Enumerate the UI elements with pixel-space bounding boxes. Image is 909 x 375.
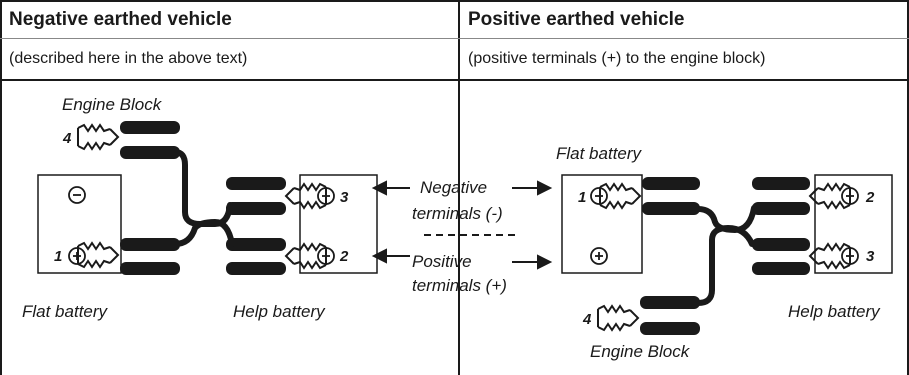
right-cables xyxy=(695,205,757,306)
frame-left xyxy=(0,0,2,375)
right-clamp-number-2: 2 xyxy=(866,189,875,206)
left-clamp-number-2: 2 xyxy=(340,248,349,265)
right-panel-title: Positive earthed vehicle xyxy=(468,9,685,30)
left-panel-subtitle: (described here in the above text) xyxy=(9,50,248,67)
frame-top xyxy=(0,0,909,2)
left-help-battery-box xyxy=(299,174,378,274)
left-engine-clamp xyxy=(77,124,119,150)
right-engine-block-label: Engine Block xyxy=(590,342,690,361)
left-clamp-handles xyxy=(120,121,286,275)
right-engine-clamp xyxy=(597,305,639,331)
right-flat-battery-label: Flat battery xyxy=(556,144,642,163)
left-clamp-number-1: 1 xyxy=(54,248,63,265)
legend-negative-line1: Negative xyxy=(420,178,488,197)
left-flat-negative-terminal xyxy=(68,186,86,204)
right-clamp-number-1: 1 xyxy=(578,189,587,206)
left-cables xyxy=(172,149,235,247)
right-flat-positive-terminal xyxy=(590,247,608,265)
frame-header-divider xyxy=(0,79,909,81)
frame-middle xyxy=(458,0,460,375)
subheader-divider-left xyxy=(0,38,459,39)
frame-right xyxy=(907,0,909,375)
right-clamp-number-3: 3 xyxy=(866,248,875,265)
legend-arrows xyxy=(371,180,553,270)
right-panel-subtitle: (positive terminals (+) to the engine bl… xyxy=(468,50,766,67)
legend-positive-line2: terminals (+) xyxy=(412,276,507,295)
legend-negative-line2: terminals (-) xyxy=(412,204,503,223)
right-help-battery-label: Help battery xyxy=(788,302,880,321)
subheader-divider-right xyxy=(459,38,909,39)
left-flat-battery-label: Flat battery xyxy=(22,302,108,321)
right-clamp-handles xyxy=(640,177,810,335)
left-engine-block-label: Engine Block xyxy=(62,95,162,114)
right-clamp-number-4: 4 xyxy=(583,311,592,328)
left-clamp-number-3: 3 xyxy=(340,189,349,206)
legend-positive-line1: Positive xyxy=(412,252,472,271)
left-panel-title: Negative earthed vehicle xyxy=(9,9,232,30)
left-help-battery-label: Help battery xyxy=(233,302,325,321)
left-clamp-number-4: 4 xyxy=(63,130,72,147)
